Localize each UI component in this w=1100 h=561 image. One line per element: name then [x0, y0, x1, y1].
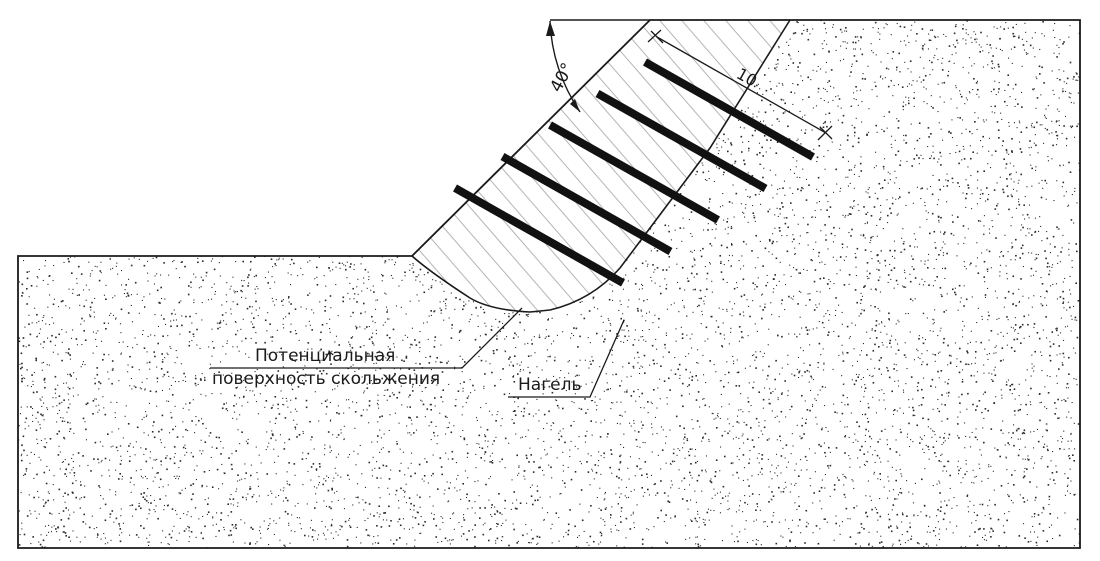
slip-surface-leader — [210, 307, 523, 369]
ground-outline — [17, 19, 1081, 549]
length-dim-line — [656, 36, 827, 134]
slip-surface-label-line1: Потенциальная — [255, 346, 395, 366]
nail-leader — [508, 319, 625, 398]
soil-nails — [453, 58, 815, 287]
slip-surface-callout: Потенциальная поверхность скольжения — [210, 307, 523, 389]
nail-bar — [595, 90, 768, 192]
nail-bar — [643, 58, 815, 161]
angle-label: 40° — [546, 60, 578, 96]
length-ext-line-bottom — [817, 125, 833, 141]
angle-arrow-bottom — [570, 99, 580, 112]
length-tick-top-a — [650, 30, 664, 44]
slip-surface-label-line2: поверхность скольжения — [212, 369, 440, 389]
nail-bar — [500, 153, 673, 255]
slip-surface-line — [411, 19, 791, 313]
angle-arrow-top — [546, 21, 555, 36]
nail-callout: Нагель — [508, 319, 625, 398]
length-ext-line-top — [647, 29, 662, 43]
length-tick-bottom-a — [819, 126, 833, 140]
nail-bar — [548, 121, 720, 224]
nail-bar — [453, 184, 625, 287]
nail-label: Нагель — [518, 375, 581, 395]
ground-surface-line — [17, 19, 1081, 549]
